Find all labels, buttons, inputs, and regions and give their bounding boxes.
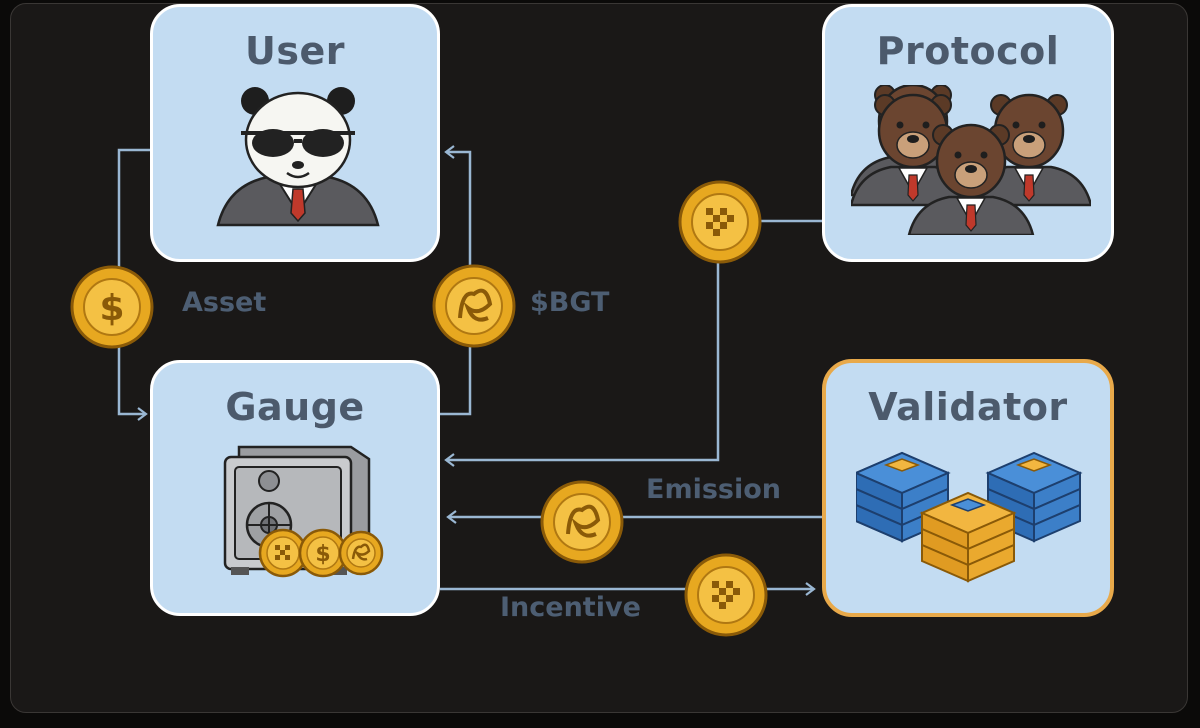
- bgt-coin-icon: [540, 480, 624, 564]
- gauge-node: Gauge $: [150, 360, 440, 616]
- gauge-coins: $: [258, 528, 384, 578]
- incentive-label: Incentive: [500, 592, 641, 623]
- panda-illustration: [216, 87, 380, 227]
- protocol-title: Protocol: [876, 29, 1060, 73]
- bgt-coin-icon: [338, 530, 384, 576]
- validator-title: Validator: [868, 385, 1068, 429]
- gauge-title: Gauge: [225, 385, 365, 429]
- servers-illustration: [856, 451, 1081, 583]
- protocol-connector: [444, 219, 822, 467]
- validator-node: Validator: [822, 359, 1114, 617]
- svg-text:$: $: [315, 542, 330, 567]
- bgt-coin-icon: [432, 264, 516, 348]
- checker-coin-icon: [684, 553, 768, 637]
- user-title: User: [245, 29, 345, 73]
- dollar-coin-icon: $: [70, 265, 154, 349]
- checker-coin-icon: [258, 528, 308, 578]
- emission-label: Emission: [646, 474, 781, 505]
- user-node: User: [150, 4, 440, 262]
- svg-text:$: $: [99, 288, 124, 329]
- asset-label: Asset: [182, 287, 267, 318]
- checker-coin-icon: [678, 180, 762, 264]
- protocol-node: Protocol: [822, 4, 1114, 262]
- bgt-label: $BGT: [530, 287, 610, 318]
- dollar-coin-icon: $: [298, 528, 348, 578]
- bears-illustration: [851, 85, 1091, 235]
